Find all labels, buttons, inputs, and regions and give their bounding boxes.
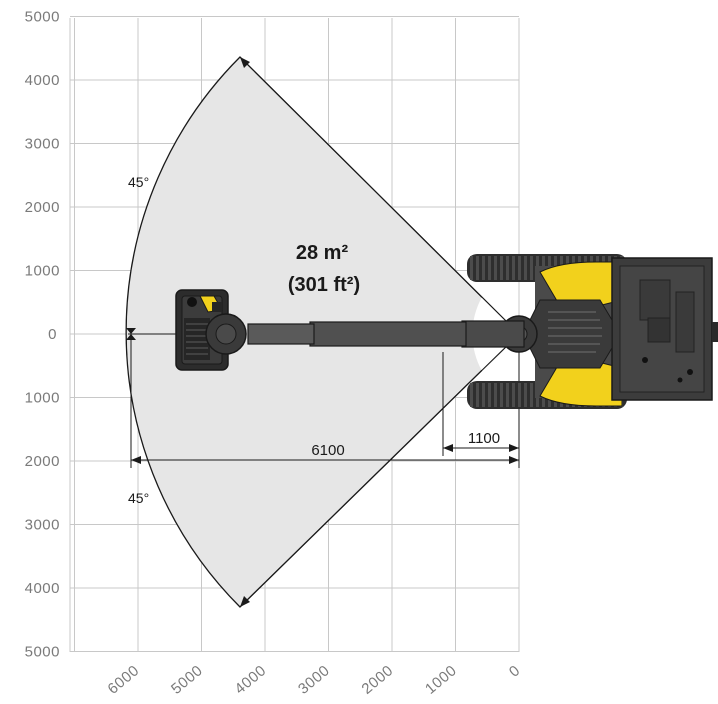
- track-pad: [518, 256, 521, 280]
- y-tick-label: 4000: [25, 72, 60, 89]
- track-pad: [518, 383, 521, 407]
- radius-arrow-lower: [239, 333, 520, 608]
- track-pad: [500, 256, 503, 280]
- dimension-offset-label: 1100: [468, 430, 500, 447]
- x-axis-ticks: 6000 5000 4000 3000 2000 1000 0: [105, 662, 524, 698]
- track-pad: [482, 256, 485, 280]
- track-pad: [506, 256, 509, 280]
- y-axis-ticks: 5000 4000 3000 2000 1000 0 1000 2000 3000 4000 500…: [25, 9, 60, 661]
- y-tick-label: 1000: [25, 263, 60, 280]
- x-tick-label: 5000: [168, 662, 206, 698]
- track-pad: [530, 383, 533, 407]
- y-tick-label: 3000: [25, 517, 60, 534]
- zero-ref-arrow: [126, 328, 136, 334]
- zero-ref-arrow-lower: [126, 334, 136, 340]
- dimension-reach-label: 6100: [311, 442, 344, 459]
- track-pad: [488, 256, 491, 280]
- boom-base: [461, 320, 525, 348]
- x-tick-label: 4000: [232, 662, 270, 698]
- y-tick-label: 5000: [25, 644, 60, 661]
- y-tick-label: 3000: [25, 136, 60, 153]
- track-pad: [470, 256, 473, 280]
- radius-arrow-upper: [239, 56, 520, 335]
- y-tick-label: 0: [48, 326, 57, 343]
- y-tick-label: 4000: [25, 580, 60, 597]
- center-body: [529, 299, 613, 369]
- x-tick-label: 2000: [359, 662, 397, 698]
- yellow-cover-upper: [539, 261, 623, 309]
- track-pad: [524, 256, 527, 280]
- track-pad: [476, 256, 479, 280]
- x-tick-label: 1000: [422, 662, 460, 698]
- track-pad: [482, 383, 485, 407]
- dimension-reach: [131, 456, 519, 464]
- dimension-offset: [443, 444, 519, 452]
- track-pad: [494, 256, 497, 280]
- y-tick-label: 5000: [25, 9, 60, 26]
- x-tick-label: 0: [506, 662, 524, 681]
- y-tick-label: 1000: [25, 390, 60, 407]
- track-pad: [512, 383, 515, 407]
- area-label-imperial: (301 ft²): [288, 274, 360, 296]
- x-tick-label: 3000: [295, 662, 333, 698]
- boom-tip: [247, 323, 315, 345]
- track-pad: [524, 383, 527, 407]
- track-pad: [476, 383, 479, 407]
- angle-upper-label: 45°: [128, 174, 149, 190]
- track-pad: [512, 256, 515, 280]
- track-pad: [530, 256, 533, 280]
- yellow-cover-lower: [539, 359, 623, 407]
- track-pad: [470, 383, 473, 407]
- track-pad: [494, 383, 497, 407]
- x-tick-label: 6000: [105, 662, 143, 698]
- track-pad: [500, 383, 503, 407]
- work-platform: [175, 289, 247, 371]
- machine: [175, 254, 718, 409]
- area-label-metric: 28 m²: [296, 242, 349, 264]
- track-pad: [506, 383, 509, 407]
- track-pad: [488, 383, 491, 407]
- boom-mid: [309, 321, 467, 347]
- angle-lower-label: 45°: [128, 490, 149, 506]
- y-tick-label: 2000: [25, 199, 60, 216]
- y-tick-label: 2000: [25, 453, 60, 470]
